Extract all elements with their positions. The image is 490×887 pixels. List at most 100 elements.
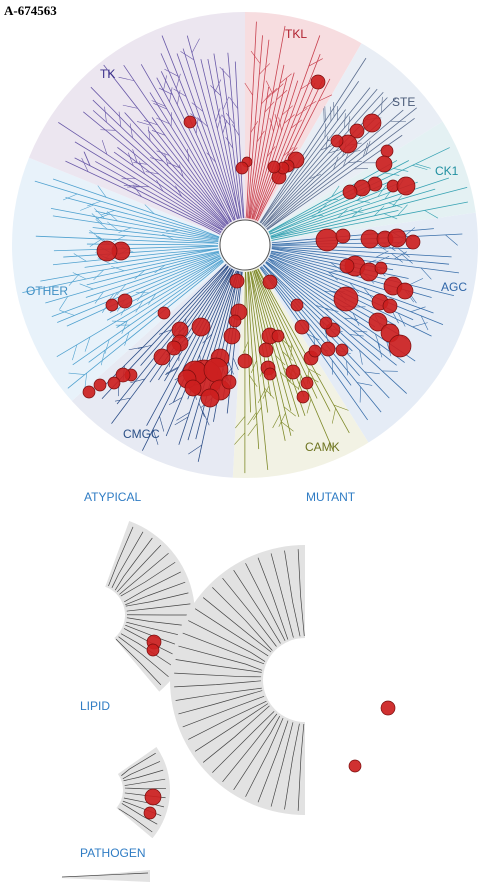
tree-twig: [331, 360, 334, 375]
tree-twig: [424, 210, 439, 219]
tree-branch: [251, 72, 295, 220]
tree-twig: [306, 398, 312, 414]
small-tree-branch: [125, 581, 186, 606]
hit-dot: [308, 344, 322, 358]
figure-id: A-674563: [4, 3, 57, 18]
tree-twig: [153, 103, 168, 110]
sector-camk: [231, 245, 383, 478]
tree-twig: [317, 203, 327, 214]
tree-branch: [95, 161, 222, 233]
hit-dot: [374, 261, 388, 275]
tree-twig: [377, 342, 383, 358]
tree-branch: [56, 257, 222, 358]
tree-twig: [386, 341, 392, 357]
tree-twig: [333, 102, 335, 117]
tree-twig: [344, 113, 346, 128]
tree-branch: [269, 255, 432, 337]
small-tree-branch: [178, 645, 263, 671]
tree-twig: [381, 96, 383, 113]
small-tree-branch: [245, 718, 284, 797]
tree-twig: [329, 270, 343, 273]
tree-branch: [176, 53, 236, 220]
tree-twig: [325, 308, 339, 312]
tree-twig: [164, 153, 169, 167]
small-tree-branch: [123, 797, 165, 808]
tree-twig: [250, 360, 257, 373]
tree-branch: [248, 39, 270, 219]
tree-twig: [261, 92, 272, 105]
tree-branch: [271, 247, 460, 274]
small-tree-branch: [233, 569, 281, 644]
small-tree-branch: [297, 549, 305, 637]
tree-twig: [222, 96, 230, 110]
tree-branch: [103, 64, 229, 224]
tree-twig: [202, 333, 213, 344]
tree-twig: [274, 114, 279, 128]
tree-twig: [397, 204, 408, 216]
hit-dot: [333, 286, 359, 312]
tree-branch: [270, 186, 468, 238]
tree-twig: [384, 172, 400, 176]
sector-tk: [12, 12, 245, 245]
hit-dot: [93, 378, 107, 392]
tree-branch: [248, 271, 269, 413]
tree-twig: [195, 120, 199, 134]
hit-dot: [157, 306, 171, 320]
tree-twig: [59, 310, 75, 316]
tree-branch: [266, 261, 405, 363]
tree-twig: [219, 66, 231, 79]
hit-dot: [146, 643, 160, 657]
tree-twig: [116, 284, 127, 296]
tree-twig: [151, 100, 166, 107]
hit-dot: [368, 312, 388, 332]
hit-dot: [229, 273, 245, 289]
tree-twig: [391, 253, 403, 263]
small-tree-branch: [202, 597, 272, 653]
small-tree-branch: [175, 659, 262, 673]
tree-twig: [167, 162, 181, 169]
tree-twig: [95, 213, 109, 220]
tree-twig: [84, 372, 88, 390]
tree-twig: [101, 210, 115, 216]
tree-twig: [96, 219, 108, 230]
tree-twig: [359, 350, 363, 365]
tree-twig: [190, 113, 202, 123]
group-label-other: OTHER: [26, 284, 68, 298]
tree-twig: [305, 374, 319, 383]
tree-twig: [346, 360, 349, 376]
inhibition-dots: [82, 74, 421, 820]
tree-twig: [363, 287, 373, 299]
hit-dot: [348, 759, 362, 773]
tree-twig: [127, 152, 134, 166]
tree-twig: [137, 344, 152, 349]
tree-branch: [52, 215, 219, 242]
hit-dot: [153, 348, 171, 366]
tree-branch: [92, 99, 227, 227]
tree-twig: [234, 432, 246, 445]
tree-branch: [249, 64, 285, 219]
tree-branch: [269, 183, 399, 235]
small-tree-branch: [116, 544, 162, 593]
hit-dot: [387, 228, 407, 248]
hit-dot: [271, 329, 285, 343]
tree-branch: [35, 235, 219, 244]
tree-branch: [58, 122, 223, 231]
hit-dot: [300, 376, 314, 390]
tree-branch: [261, 88, 378, 225]
tree-twig: [134, 270, 145, 280]
tree-twig: [266, 88, 278, 99]
tree-branch: [106, 257, 222, 321]
tree-branch: [251, 78, 288, 219]
tree-branch: [156, 77, 232, 222]
small-tree-branch: [182, 695, 265, 728]
small-tree-branch: [257, 557, 289, 640]
small-tree-branch: [270, 553, 294, 638]
tree-twig: [250, 120, 259, 133]
tree-branch: [124, 112, 228, 225]
tree-branch: [116, 265, 229, 405]
tree-twig: [143, 120, 158, 126]
tree-twig: [283, 147, 294, 157]
tree-branch: [40, 248, 219, 282]
small-tree-branch: [188, 620, 266, 662]
tree-twig: [79, 283, 94, 290]
